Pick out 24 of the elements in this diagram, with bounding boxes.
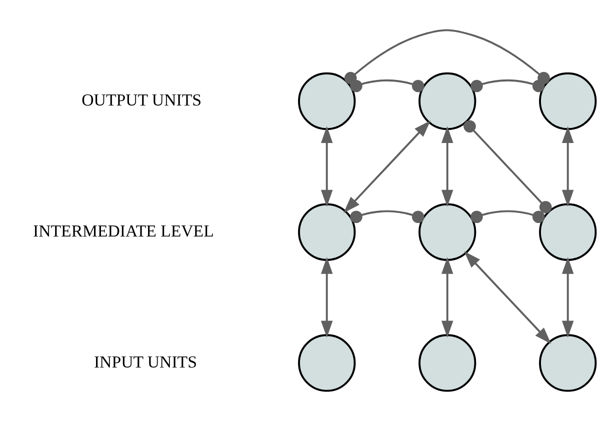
label: INTERMEDIATE LEVEL [33,222,214,241]
node-circle [539,72,597,130]
arrow [320,126,333,207]
connector [350,210,424,224]
arrow [562,257,574,338]
arrow [562,126,574,207]
arrow [441,126,454,207]
node-circle [539,334,597,392]
arrow [441,257,454,338]
connector [350,79,424,92]
node-circle [298,203,356,261]
label: OUTPUT UNITS [82,90,202,110]
node-circle [539,203,597,261]
arrow [344,120,431,214]
node-circle [418,334,476,392]
arrow [464,251,552,344]
node-circle [298,334,356,392]
connector [470,210,545,224]
node-circle [418,203,476,261]
node-circle [418,72,476,130]
arrow [320,257,333,338]
connector [470,79,545,92]
connector [464,120,552,214]
label: INPUT UNITS [94,352,197,372]
